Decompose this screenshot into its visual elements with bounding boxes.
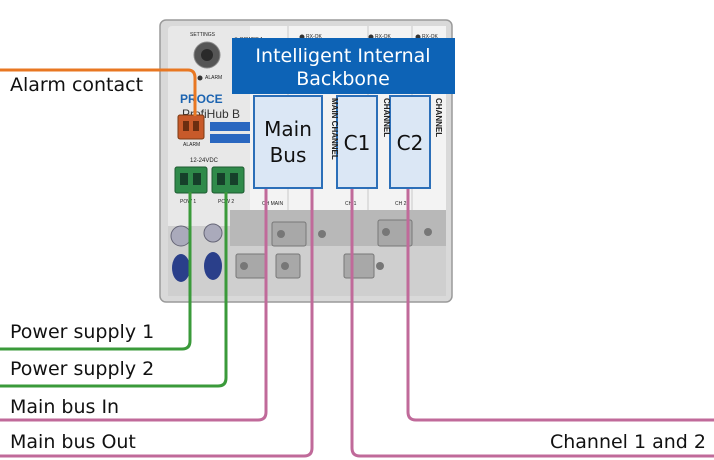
c2-label: C2 [397, 131, 424, 155]
ch-main-label: CH MAIN [262, 201, 284, 207]
main-bus-module: Main Bus [253, 95, 323, 189]
c1-module: C1 [336, 95, 378, 189]
settings-label: SETTINGS [190, 32, 216, 38]
c2-module: C2 [389, 95, 431, 189]
channel1-side-label: CHANNEL [382, 98, 391, 137]
power1-wire [0, 192, 192, 351]
main-bus-line1: Main [264, 117, 312, 141]
callout-line2: Backbone [296, 68, 390, 90]
settings-dial[interactable] [193, 41, 221, 69]
alarm-contact-label: Alarm contact [10, 74, 144, 96]
channel-1-and-2-label: Channel 1 and 2 [549, 431, 706, 453]
main-channel-side-label: MAIN CHANNEL [330, 98, 339, 160]
channel2-side-label: CHANNEL [434, 98, 443, 137]
alarm-led-label: ALARM [205, 75, 222, 81]
rx-ok-label-1: RX-OK [306, 34, 323, 40]
main-bus-line2: Bus [270, 143, 307, 167]
alarm-wire [0, 68, 197, 116]
voltage-label: 12-24VDC [190, 158, 219, 164]
c1-label: C1 [344, 131, 371, 155]
power-connector-1[interactable] [174, 166, 208, 194]
backbone-callout: Intelligent Internal Backbone [232, 38, 455, 94]
power-supply-2-label: Power supply 2 [10, 358, 155, 380]
brand-text: PROCE [180, 92, 223, 106]
pow1-label: POW 1 [180, 199, 196, 205]
cable-glands [170, 223, 223, 282]
ch2-label: CH 2 [395, 201, 407, 207]
rx-ok-label-2: RX-OK [375, 34, 392, 40]
shield-clamps [235, 219, 432, 279]
alarm-connector-label: ALARM [183, 142, 200, 148]
channel2-wire [406, 186, 714, 422]
brand-logo [210, 122, 250, 143]
main-bus-out-wire [0, 186, 314, 458]
alarm-connector[interactable] [177, 114, 205, 140]
power-supply-1-label: Power supply 1 [10, 321, 155, 343]
rx-ok-label-3: RX-OK [422, 34, 439, 40]
main-bus-in-wire [0, 186, 268, 422]
power-connector-2[interactable] [211, 166, 245, 194]
main-bus-out-label: Main bus Out [10, 431, 136, 453]
power2-wire [0, 192, 228, 388]
callout-line1: Intelligent Internal [255, 45, 430, 67]
channel1-wire [350, 186, 714, 458]
main-bus-in-label: Main bus In [10, 396, 120, 418]
